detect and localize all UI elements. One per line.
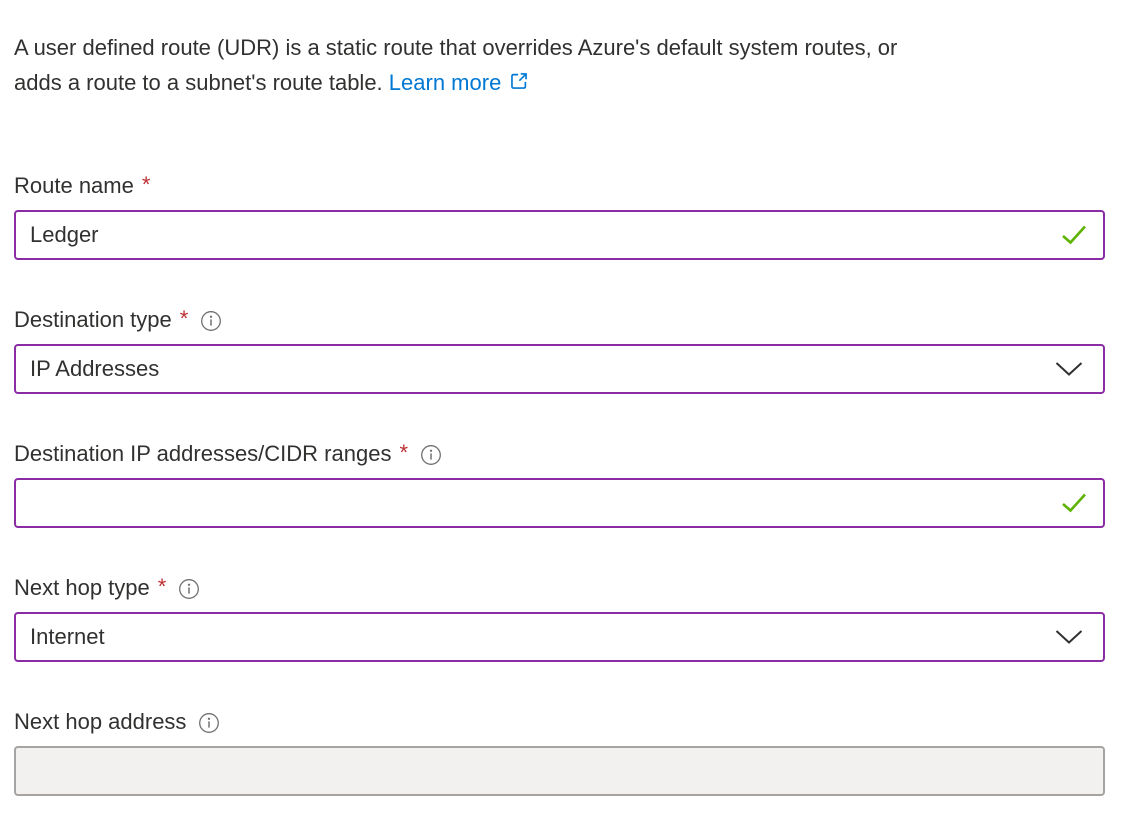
required-asterisk: * (157, 574, 167, 599)
destination-type-label-text: Destination type (14, 307, 172, 332)
next-hop-type-dropdown[interactable]: Internet (14, 612, 1105, 662)
external-link-icon (508, 67, 530, 102)
next-hop-address-input (14, 746, 1105, 796)
learn-more-label: Learn more (388, 70, 502, 95)
destination-type-label: Destination type * (14, 306, 1105, 334)
info-icon[interactable] (178, 578, 200, 600)
destination-ip-field-group: Destination IP addresses/CIDR ranges * (14, 440, 1105, 528)
info-icon[interactable] (200, 310, 222, 332)
udr-description-line1: A user defined route (UDR) is a static r… (14, 35, 898, 60)
next-hop-type-field-group: Next hop type * Internet (14, 574, 1105, 662)
next-hop-type-label: Next hop type * (14, 574, 1105, 602)
info-icon[interactable] (198, 712, 220, 734)
destination-ip-label: Destination IP addresses/CIDR ranges * (14, 440, 1105, 468)
required-asterisk: * (179, 306, 189, 331)
next-hop-address-label: Next hop address (14, 708, 1105, 736)
next-hop-type-selected-value: Internet (30, 624, 105, 649)
destination-type-selected-value: IP Addresses (30, 356, 160, 381)
learn-more-link[interactable]: Learn more (389, 70, 531, 95)
route-name-label: Route name * (14, 172, 1105, 200)
next-hop-address-label-text: Next hop address (14, 709, 187, 734)
required-asterisk: * (141, 172, 151, 197)
udr-description: A user defined route (UDR) is a static r… (14, 30, 1106, 102)
required-asterisk: * (399, 440, 409, 465)
destination-ip-input-wrap (14, 478, 1105, 528)
info-icon[interactable] (420, 444, 442, 466)
next-hop-address-field-group: Next hop address (14, 708, 1105, 796)
destination-ip-input[interactable] (14, 478, 1105, 528)
destination-type-field-group: Destination type * IP Addresses (14, 306, 1105, 394)
next-hop-type-label-text: Next hop type (14, 575, 150, 600)
destination-ip-label-text: Destination IP addresses/CIDR ranges (14, 441, 392, 466)
route-name-label-text: Route name (14, 173, 134, 198)
chevron-down-icon (1054, 629, 1084, 645)
chevron-down-icon (1054, 361, 1084, 377)
route-name-input-wrap (14, 210, 1105, 260)
route-name-field-group: Route name * (14, 172, 1105, 260)
udr-description-line2: adds a route to a subnet's route table. (14, 70, 383, 95)
destination-type-dropdown[interactable]: IP Addresses (14, 344, 1105, 394)
route-name-input[interactable] (14, 210, 1105, 260)
